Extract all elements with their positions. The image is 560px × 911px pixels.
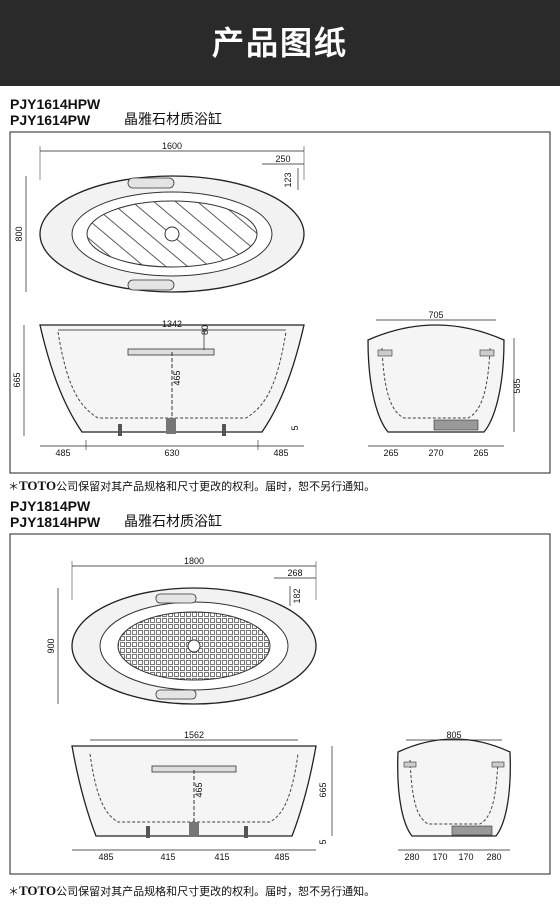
dim-inner-1: 1342	[162, 319, 182, 329]
top-view-1: 1600 250 123 800	[14, 141, 305, 293]
dim-length-2: 1800	[184, 556, 204, 566]
disclaimer-note-2: ＊TOTO公司保留对其产品规格和尺寸更改的权利。届时，恕不另行通知。	[8, 883, 376, 899]
dim-width-1: 800	[14, 226, 24, 241]
dim-depth-1: 465	[172, 370, 182, 385]
disclaimer-note-1: ＊TOTO公司保留对其产品规格和尺寸更改的权利。届时，恕不另行通知。	[8, 478, 376, 494]
dim-seg3-2: 415	[214, 852, 229, 862]
dim-seg1-1: 485	[55, 448, 70, 458]
product-subtitle-2: 晶雅石材质浴缸	[124, 514, 222, 530]
dim-endseg3-2: 170	[458, 852, 473, 862]
dim-width-2: 900	[46, 638, 56, 653]
dim-depth-2: 465	[194, 782, 204, 797]
dim-b-2: 182	[292, 588, 302, 603]
model-code-2a: PJY1814PW	[10, 498, 91, 514]
dim-seg2-1: 630	[164, 448, 179, 458]
dim-endseg2-1: 270	[428, 448, 443, 458]
dim-height-2: 665	[318, 782, 328, 797]
model-code-2b: PJY1814HPW	[10, 514, 101, 530]
dim-length-1: 1600	[162, 141, 182, 151]
dim-seg1-2: 485	[98, 852, 113, 862]
disclaimer-text: 公司保留对其产品规格和尺寸更改的权利。届时，恕不另行通知。	[56, 885, 376, 898]
dim-a-2: 268	[287, 568, 302, 578]
product-subtitle-1: 晶雅石材质浴缸	[124, 112, 222, 128]
dim-endwidth-1: 705	[428, 310, 443, 320]
dim-a-1: 250	[275, 154, 290, 164]
drawing-frame-2	[9, 533, 551, 875]
drawing-frame-1	[9, 131, 551, 474]
dim-height-1: 665	[12, 372, 22, 387]
dim-endseg3-1: 265	[473, 448, 488, 458]
end-view-2: 805 280 170 170 280	[397, 730, 511, 862]
dim-seg2-2: 415	[160, 852, 175, 862]
top-view-2: 1800 268 182 900	[46, 556, 317, 705]
end-view-1: 705 585 265 270 265	[367, 310, 522, 458]
page-title: 产品图纸	[211, 24, 348, 62]
dim-endseg4-2: 280	[486, 852, 501, 862]
model-code-1a: PJY1614HPW	[10, 96, 101, 112]
dim-seg4-2: 485	[274, 852, 289, 862]
dim-endseg1-2: 280	[404, 852, 419, 862]
disclaimer-text: 公司保留对其产品规格和尺寸更改的权利。届时，恕不另行通知。	[56, 480, 376, 493]
brand-name: TOTO	[19, 883, 57, 898]
dim-foot-2: 5	[318, 839, 328, 844]
dim-b-1: 123	[283, 172, 293, 187]
dim-endheight-1: 585	[512, 378, 522, 393]
header-banner	[0, 0, 560, 86]
model-code-1b: PJY1614PW	[10, 112, 91, 128]
dim-foot-1: 5	[290, 425, 300, 430]
brand-name: TOTO	[19, 478, 57, 493]
dim-endwidth-2: 805	[446, 730, 461, 740]
dim-endseg2-2: 170	[432, 852, 447, 862]
dim-rim-1: 80	[200, 325, 210, 335]
dim-seg3-1: 485	[273, 448, 288, 458]
side-view-1: 1342 80 465 665 5 485 630 485	[12, 319, 305, 458]
dim-endseg1-1: 265	[383, 448, 398, 458]
dim-inner-2: 1562	[184, 730, 204, 740]
side-view-2: 1562 465 665 5 485 415 415 485	[71, 730, 333, 862]
